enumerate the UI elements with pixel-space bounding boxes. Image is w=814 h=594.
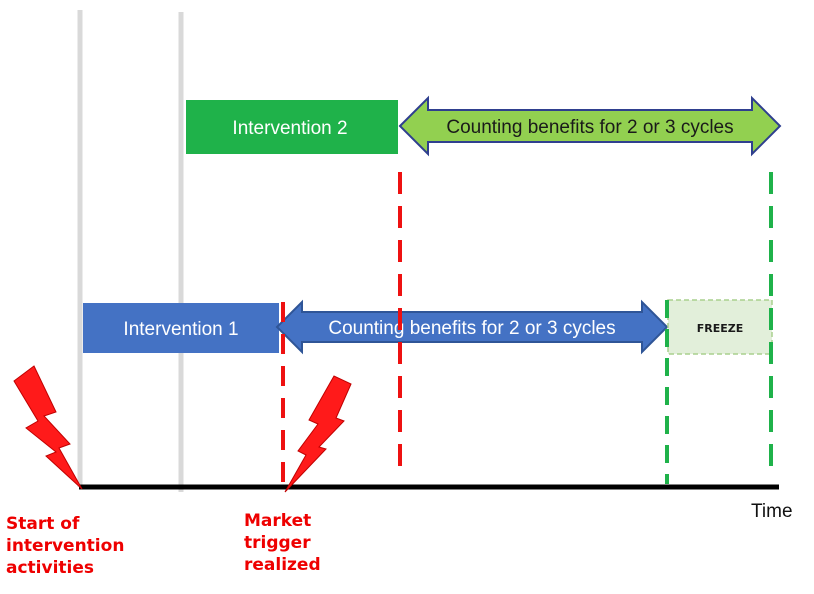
start-of-intervention-label: Start of intervention activities <box>6 514 125 579</box>
intervention-1-bar <box>83 303 279 353</box>
market-trigger-label: Market trigger realized <box>244 511 321 576</box>
lightning-icon-start <box>13 365 83 490</box>
freeze-box <box>667 299 773 355</box>
lightning-icon-market <box>284 375 352 493</box>
intervention-1-label: Intervention 1 <box>123 319 238 340</box>
benefits-arrow-1 <box>275 299 669 355</box>
benefits-arrow-1-label: Counting benefits for 2 or 3 cycles <box>328 318 615 339</box>
intervention-2-bar <box>186 100 398 154</box>
time-axis-label: Time <box>751 501 793 522</box>
benefits-arrow-2-label: Counting benefits for 2 or 3 cycles <box>446 117 733 138</box>
intervention-2-label: Intervention 2 <box>232 118 347 139</box>
freeze-label: FREEZE <box>697 322 744 335</box>
benefits-arrow-2 <box>398 95 782 157</box>
